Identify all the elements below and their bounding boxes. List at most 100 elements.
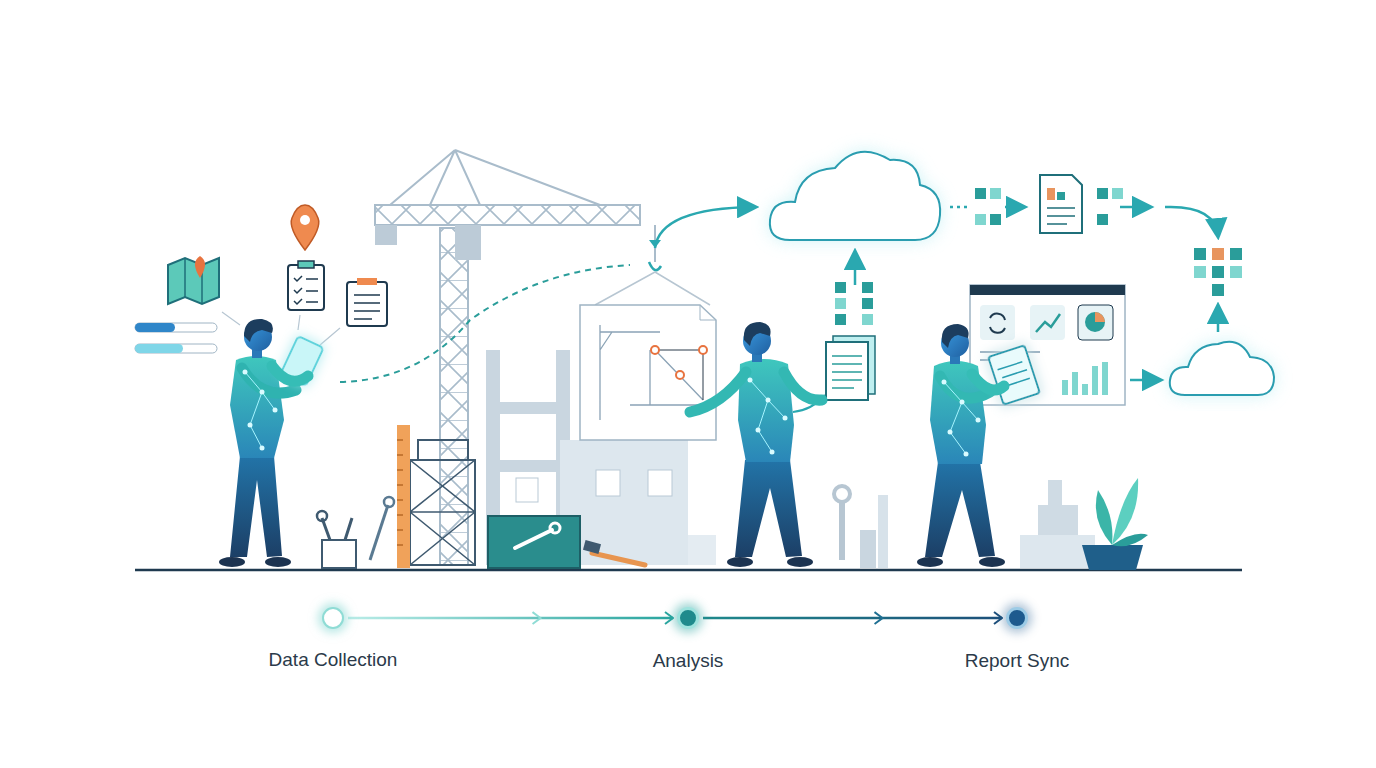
tower-crane <box>440 228 468 565</box>
data-squares <box>1230 266 1242 278</box>
progress-bars <box>135 344 183 353</box>
tool-cup <box>317 511 327 521</box>
tool-cup <box>317 497 394 568</box>
cloud <box>1170 342 1274 395</box>
building-frame <box>486 460 570 472</box>
blueprint <box>580 305 716 440</box>
tower-crane <box>375 205 640 225</box>
tool-cup <box>370 505 388 560</box>
person <box>245 372 275 448</box>
dashboard-panel <box>970 285 1125 295</box>
hammer <box>583 540 645 565</box>
dashboard-panel <box>1030 305 1065 340</box>
report-document <box>1040 175 1082 233</box>
location-pin <box>300 215 310 225</box>
person <box>219 319 324 567</box>
person <box>948 430 953 435</box>
person <box>770 450 775 455</box>
blocks <box>1038 505 1078 535</box>
person <box>260 390 265 395</box>
cloud <box>1170 342 1274 395</box>
person <box>748 378 753 383</box>
report-document <box>1047 208 1075 224</box>
blueprint <box>651 346 659 354</box>
blueprint <box>676 371 684 379</box>
person <box>942 380 947 385</box>
ground-line <box>135 569 1242 572</box>
timeline-step: Analysis <box>677 607 699 629</box>
location-pin <box>291 205 319 250</box>
person <box>976 418 981 423</box>
data-squares <box>835 298 846 309</box>
flow-arrow <box>1217 306 1220 332</box>
toolbox <box>550 523 560 533</box>
data-squares <box>975 188 986 199</box>
blueprint <box>699 346 707 354</box>
leader-line <box>222 312 340 345</box>
person <box>783 416 788 421</box>
flow-arrow <box>1130 379 1160 382</box>
checklist-icon <box>288 265 324 310</box>
toolbox <box>488 516 580 568</box>
document-icon <box>347 282 387 326</box>
person <box>960 400 965 405</box>
person <box>787 557 813 567</box>
data-squares <box>1212 248 1224 260</box>
tower-crane <box>649 262 661 270</box>
ground-line <box>135 570 1242 571</box>
tower-crane <box>390 150 600 205</box>
wrench <box>878 495 888 568</box>
progress-bars <box>135 344 217 353</box>
report-document <box>1047 188 1055 200</box>
report-document <box>1040 175 1082 233</box>
data-squares <box>1230 248 1242 260</box>
map-icon <box>195 256 205 278</box>
step-label: Data Collection <box>269 649 398 671</box>
ruler <box>397 425 410 568</box>
person <box>690 372 746 412</box>
potted-plant <box>1082 545 1143 570</box>
report-document <box>1057 192 1065 200</box>
person <box>756 428 761 433</box>
dashboard-panel <box>990 314 1005 333</box>
person <box>964 452 969 457</box>
blocks <box>1020 480 1095 568</box>
blueprint <box>700 305 716 320</box>
document-stack <box>832 356 862 388</box>
data-squares <box>1097 188 1108 199</box>
document-stack <box>826 336 875 400</box>
wrench <box>834 486 850 502</box>
wrench <box>839 500 845 560</box>
cloud <box>770 152 940 240</box>
step-label: Report Sync <box>965 650 1070 672</box>
dashboard-panel <box>1095 312 1105 322</box>
timeline-step: Report Sync <box>1006 607 1028 629</box>
tower-crane <box>375 225 397 245</box>
dashboard-panel <box>1036 314 1060 332</box>
toolbox <box>515 530 552 548</box>
building-frame <box>516 478 538 502</box>
progress-bars <box>135 323 217 353</box>
flow-arrow <box>1008 206 1024 209</box>
tower-crane <box>455 225 481 260</box>
dashboard-panel <box>980 305 1015 340</box>
data-squares <box>835 282 846 293</box>
person <box>766 398 771 403</box>
document-icon <box>354 295 380 319</box>
person <box>942 324 969 348</box>
dashboard-panel <box>970 285 1125 405</box>
wrench <box>834 486 888 568</box>
document-stack <box>826 342 868 400</box>
dashboard-panel <box>1085 312 1105 332</box>
timeline-arrow <box>703 617 1002 620</box>
data-squares <box>862 314 873 325</box>
toolbox <box>488 516 580 568</box>
flow-arrow <box>1165 207 1218 236</box>
step-label: Analysis <box>653 650 724 672</box>
cloud <box>770 152 940 240</box>
person <box>917 557 943 567</box>
map-icon <box>168 256 219 304</box>
person <box>230 456 282 557</box>
dashboard-panel <box>970 285 1125 405</box>
dashboard-panel <box>1062 380 1068 395</box>
